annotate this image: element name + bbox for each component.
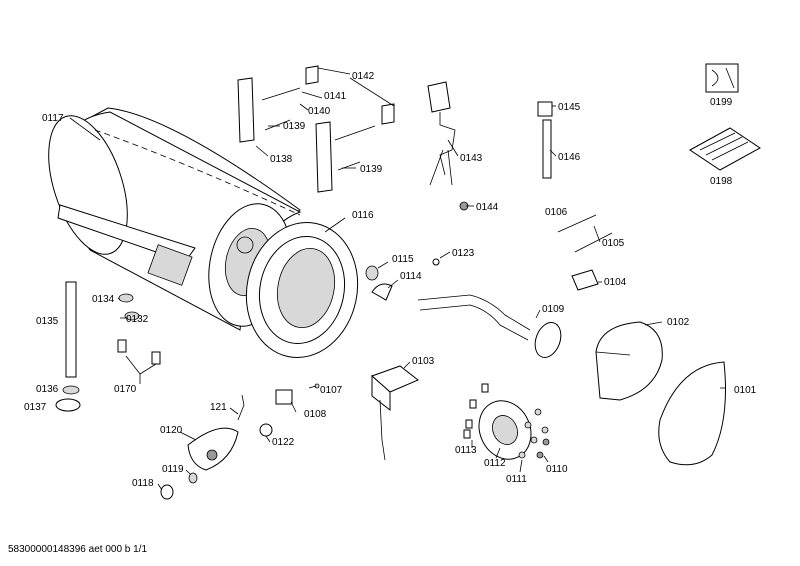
label-0146: 0146 bbox=[558, 152, 581, 163]
label-0116: 0116 bbox=[352, 210, 374, 221]
label-0117: 0117 bbox=[42, 113, 64, 124]
label-0120: 0120 bbox=[160, 425, 183, 436]
cover-0101 bbox=[658, 361, 726, 466]
label-0111: 0111 bbox=[506, 474, 527, 485]
leader-lines bbox=[69, 67, 726, 491]
label-0142: 0142 bbox=[352, 71, 375, 82]
label-0140: 0140 bbox=[308, 106, 331, 117]
label-0114: 0114 bbox=[400, 271, 422, 282]
label-0105: 0105 bbox=[602, 238, 625, 249]
cover-0102 bbox=[595, 321, 663, 401]
heating-element bbox=[417, 294, 562, 358]
label-0108: 0108 bbox=[304, 409, 327, 420]
bolts-0113 bbox=[463, 383, 489, 439]
wall-brackets bbox=[237, 65, 395, 193]
label-0144: 0144 bbox=[476, 202, 499, 213]
label-0134: 0134 bbox=[92, 294, 115, 305]
label-0119: 0119 bbox=[162, 464, 184, 475]
label-0106: 0106 bbox=[545, 207, 568, 218]
nuts-0110 bbox=[518, 408, 550, 459]
left-parts bbox=[55, 281, 161, 412]
label-121: 121 bbox=[210, 402, 227, 413]
label-0170: 0170 bbox=[114, 384, 137, 395]
part-0143 bbox=[427, 81, 469, 211]
label-0132: 0132 bbox=[126, 314, 149, 325]
label-0104: 0104 bbox=[604, 277, 627, 288]
label-0101: 0101 bbox=[734, 385, 757, 396]
label-0137: 0137 bbox=[24, 402, 47, 413]
part-0198 bbox=[689, 127, 761, 171]
label-0118: 0118 bbox=[132, 478, 154, 489]
thermostat-0103 bbox=[371, 365, 419, 461]
label-0139-a: 0139 bbox=[283, 121, 306, 132]
label-0107: 0107 bbox=[320, 385, 343, 396]
callout-labels: 0117 0142 0141 0140 0139 0138 0139 0143 … bbox=[24, 71, 757, 489]
drawing-footer: 58300000148396 aet 000 b 1/1 bbox=[8, 544, 148, 555]
label-0141: 0141 bbox=[324, 91, 347, 102]
label-0115: 0115 bbox=[392, 254, 414, 265]
label-0136: 0136 bbox=[36, 384, 59, 395]
front-ring bbox=[245, 222, 359, 358]
label-0110: 0110 bbox=[546, 464, 568, 475]
label-0135: 0135 bbox=[36, 316, 59, 327]
label-0139-b: 0139 bbox=[360, 164, 383, 175]
label-0145: 0145 bbox=[558, 102, 581, 113]
small-parts-center bbox=[365, 258, 440, 301]
label-0113: 0113 bbox=[455, 445, 477, 456]
label-0199: 0199 bbox=[710, 97, 733, 108]
flange-0112 bbox=[463, 383, 550, 460]
label-0138: 0138 bbox=[270, 154, 293, 165]
label-0198: 0198 bbox=[710, 176, 733, 187]
label-0109: 0109 bbox=[542, 304, 565, 315]
part-0145-0146 bbox=[537, 101, 553, 179]
label-0143: 0143 bbox=[460, 153, 483, 164]
label-0123: 0123 bbox=[452, 248, 475, 259]
part-0104 bbox=[571, 269, 599, 291]
label-0103: 0103 bbox=[412, 356, 435, 367]
label-0102: 0102 bbox=[667, 317, 690, 328]
part-0199 bbox=[705, 63, 739, 93]
label-0122: 0122 bbox=[272, 437, 295, 448]
bottom-left-parts bbox=[160, 383, 320, 500]
label-0112: 0112 bbox=[484, 458, 506, 469]
part-0106-0105 bbox=[557, 214, 613, 253]
